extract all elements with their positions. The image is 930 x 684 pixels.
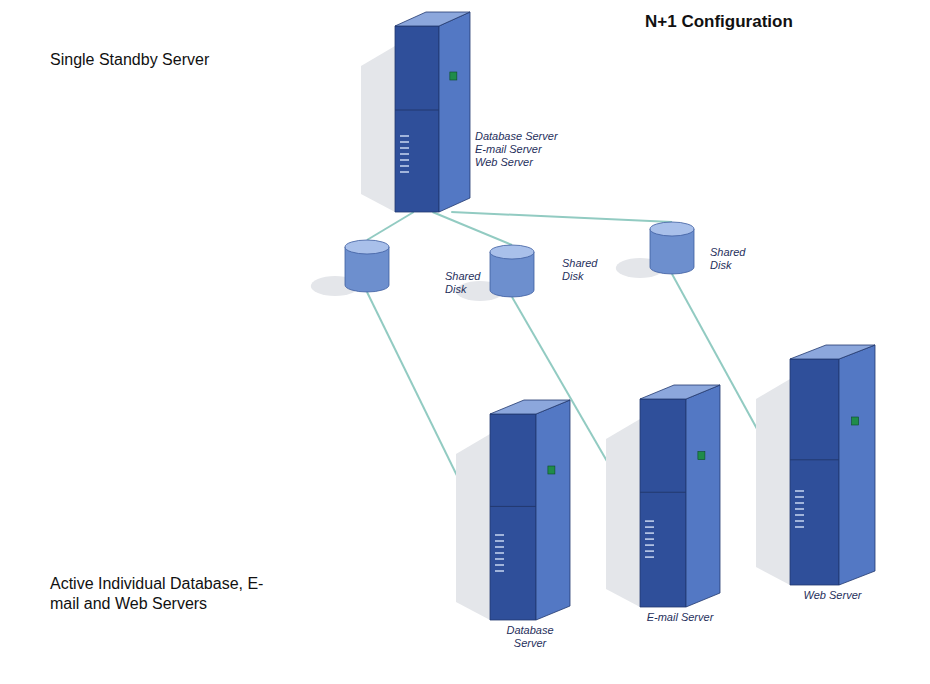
- vent-slot: [795, 502, 804, 504]
- vent-slot: [400, 153, 409, 155]
- vent-slot: [495, 558, 504, 560]
- server-tower: [490, 400, 570, 620]
- vent-slot: [645, 520, 654, 522]
- vent-slot: [645, 556, 654, 558]
- tower-front: [395, 26, 439, 212]
- vent-slot: [795, 508, 804, 510]
- node-label: Shared Disk: [562, 257, 608, 283]
- disk-cylinder: [650, 222, 694, 274]
- vent-slot: [495, 546, 504, 548]
- vent-slot: [795, 526, 804, 528]
- disk-cylinder: [490, 245, 534, 297]
- vent-slot: [400, 141, 409, 143]
- tower-top: [640, 385, 720, 399]
- power-led: [548, 466, 555, 474]
- disk-cylinder: [345, 240, 389, 292]
- bay-line: [790, 459, 839, 460]
- vent-slot: [795, 520, 804, 522]
- node-label: Database Server E-mail Server Web Server: [475, 130, 565, 169]
- side-label: Active Individual Database, E-mail and W…: [50, 574, 265, 614]
- tower-shadow: [456, 434, 490, 620]
- connection-line: [451, 212, 672, 222]
- tower-shadow: [756, 379, 790, 585]
- vent-slot: [645, 526, 654, 528]
- bay-line: [490, 506, 536, 507]
- node-label: Web Server: [790, 589, 875, 602]
- tower-shadow: [361, 46, 395, 212]
- tower-top: [790, 345, 875, 359]
- vent-slot: [495, 540, 504, 542]
- connection-line: [433, 212, 513, 245]
- shared-disk: Shared Disk: [490, 245, 534, 297]
- node-label: Database Server: [490, 624, 570, 650]
- vent-slot: [795, 490, 804, 492]
- tower-top: [395, 12, 470, 26]
- vent-slot: [645, 550, 654, 552]
- disk-top: [490, 245, 534, 259]
- node-label: Shared Disk: [710, 246, 756, 272]
- disk-top: [650, 222, 694, 236]
- shared-disk: Shared Disk: [345, 240, 389, 292]
- tower-front: [490, 414, 536, 620]
- vent-slot: [495, 552, 504, 554]
- vent-slot: [645, 532, 654, 534]
- tower-front: [790, 359, 839, 585]
- vent-slot: [795, 514, 804, 516]
- server-tower: [395, 12, 470, 212]
- vent-slot: [495, 534, 504, 536]
- vent-slot: [495, 564, 504, 566]
- disk-top: [345, 240, 389, 254]
- vent-slot: [645, 544, 654, 546]
- tower-side: [686, 385, 720, 607]
- tower-side: [536, 400, 570, 620]
- tower-front: [640, 399, 686, 607]
- standby-server: Database Server E-mail Server Web Server: [395, 12, 470, 212]
- diagram-title: N+1 Configuration: [645, 12, 793, 32]
- vent-slot: [400, 165, 409, 167]
- tower-side: [839, 345, 875, 585]
- email-server: E-mail Server: [640, 385, 720, 607]
- side-label: Single Standby Server: [50, 50, 310, 70]
- shared-disk: Shared Disk: [650, 222, 694, 274]
- bay-line: [640, 492, 686, 493]
- vent-slot: [400, 147, 409, 149]
- vent-slot: [400, 135, 409, 137]
- tower-top: [490, 400, 570, 414]
- node-label: Shared Disk: [445, 270, 491, 296]
- server-tower: [790, 345, 875, 585]
- power-led: [450, 72, 457, 80]
- vent-slot: [400, 159, 409, 161]
- vent-slot: [495, 570, 504, 572]
- vent-slot: [795, 496, 804, 498]
- vent-slot: [645, 538, 654, 540]
- tower-side: [439, 12, 470, 212]
- server-tower: [640, 385, 720, 607]
- bay-line: [395, 110, 439, 111]
- web-server: Web Server: [790, 345, 875, 585]
- power-led: [698, 452, 705, 460]
- tower-shadow: [606, 419, 640, 607]
- power-led: [852, 417, 859, 425]
- database-server: Database Server: [490, 400, 570, 620]
- vent-slot: [400, 171, 409, 173]
- connection-line: [367, 212, 414, 240]
- node-label: E-mail Server: [640, 611, 720, 624]
